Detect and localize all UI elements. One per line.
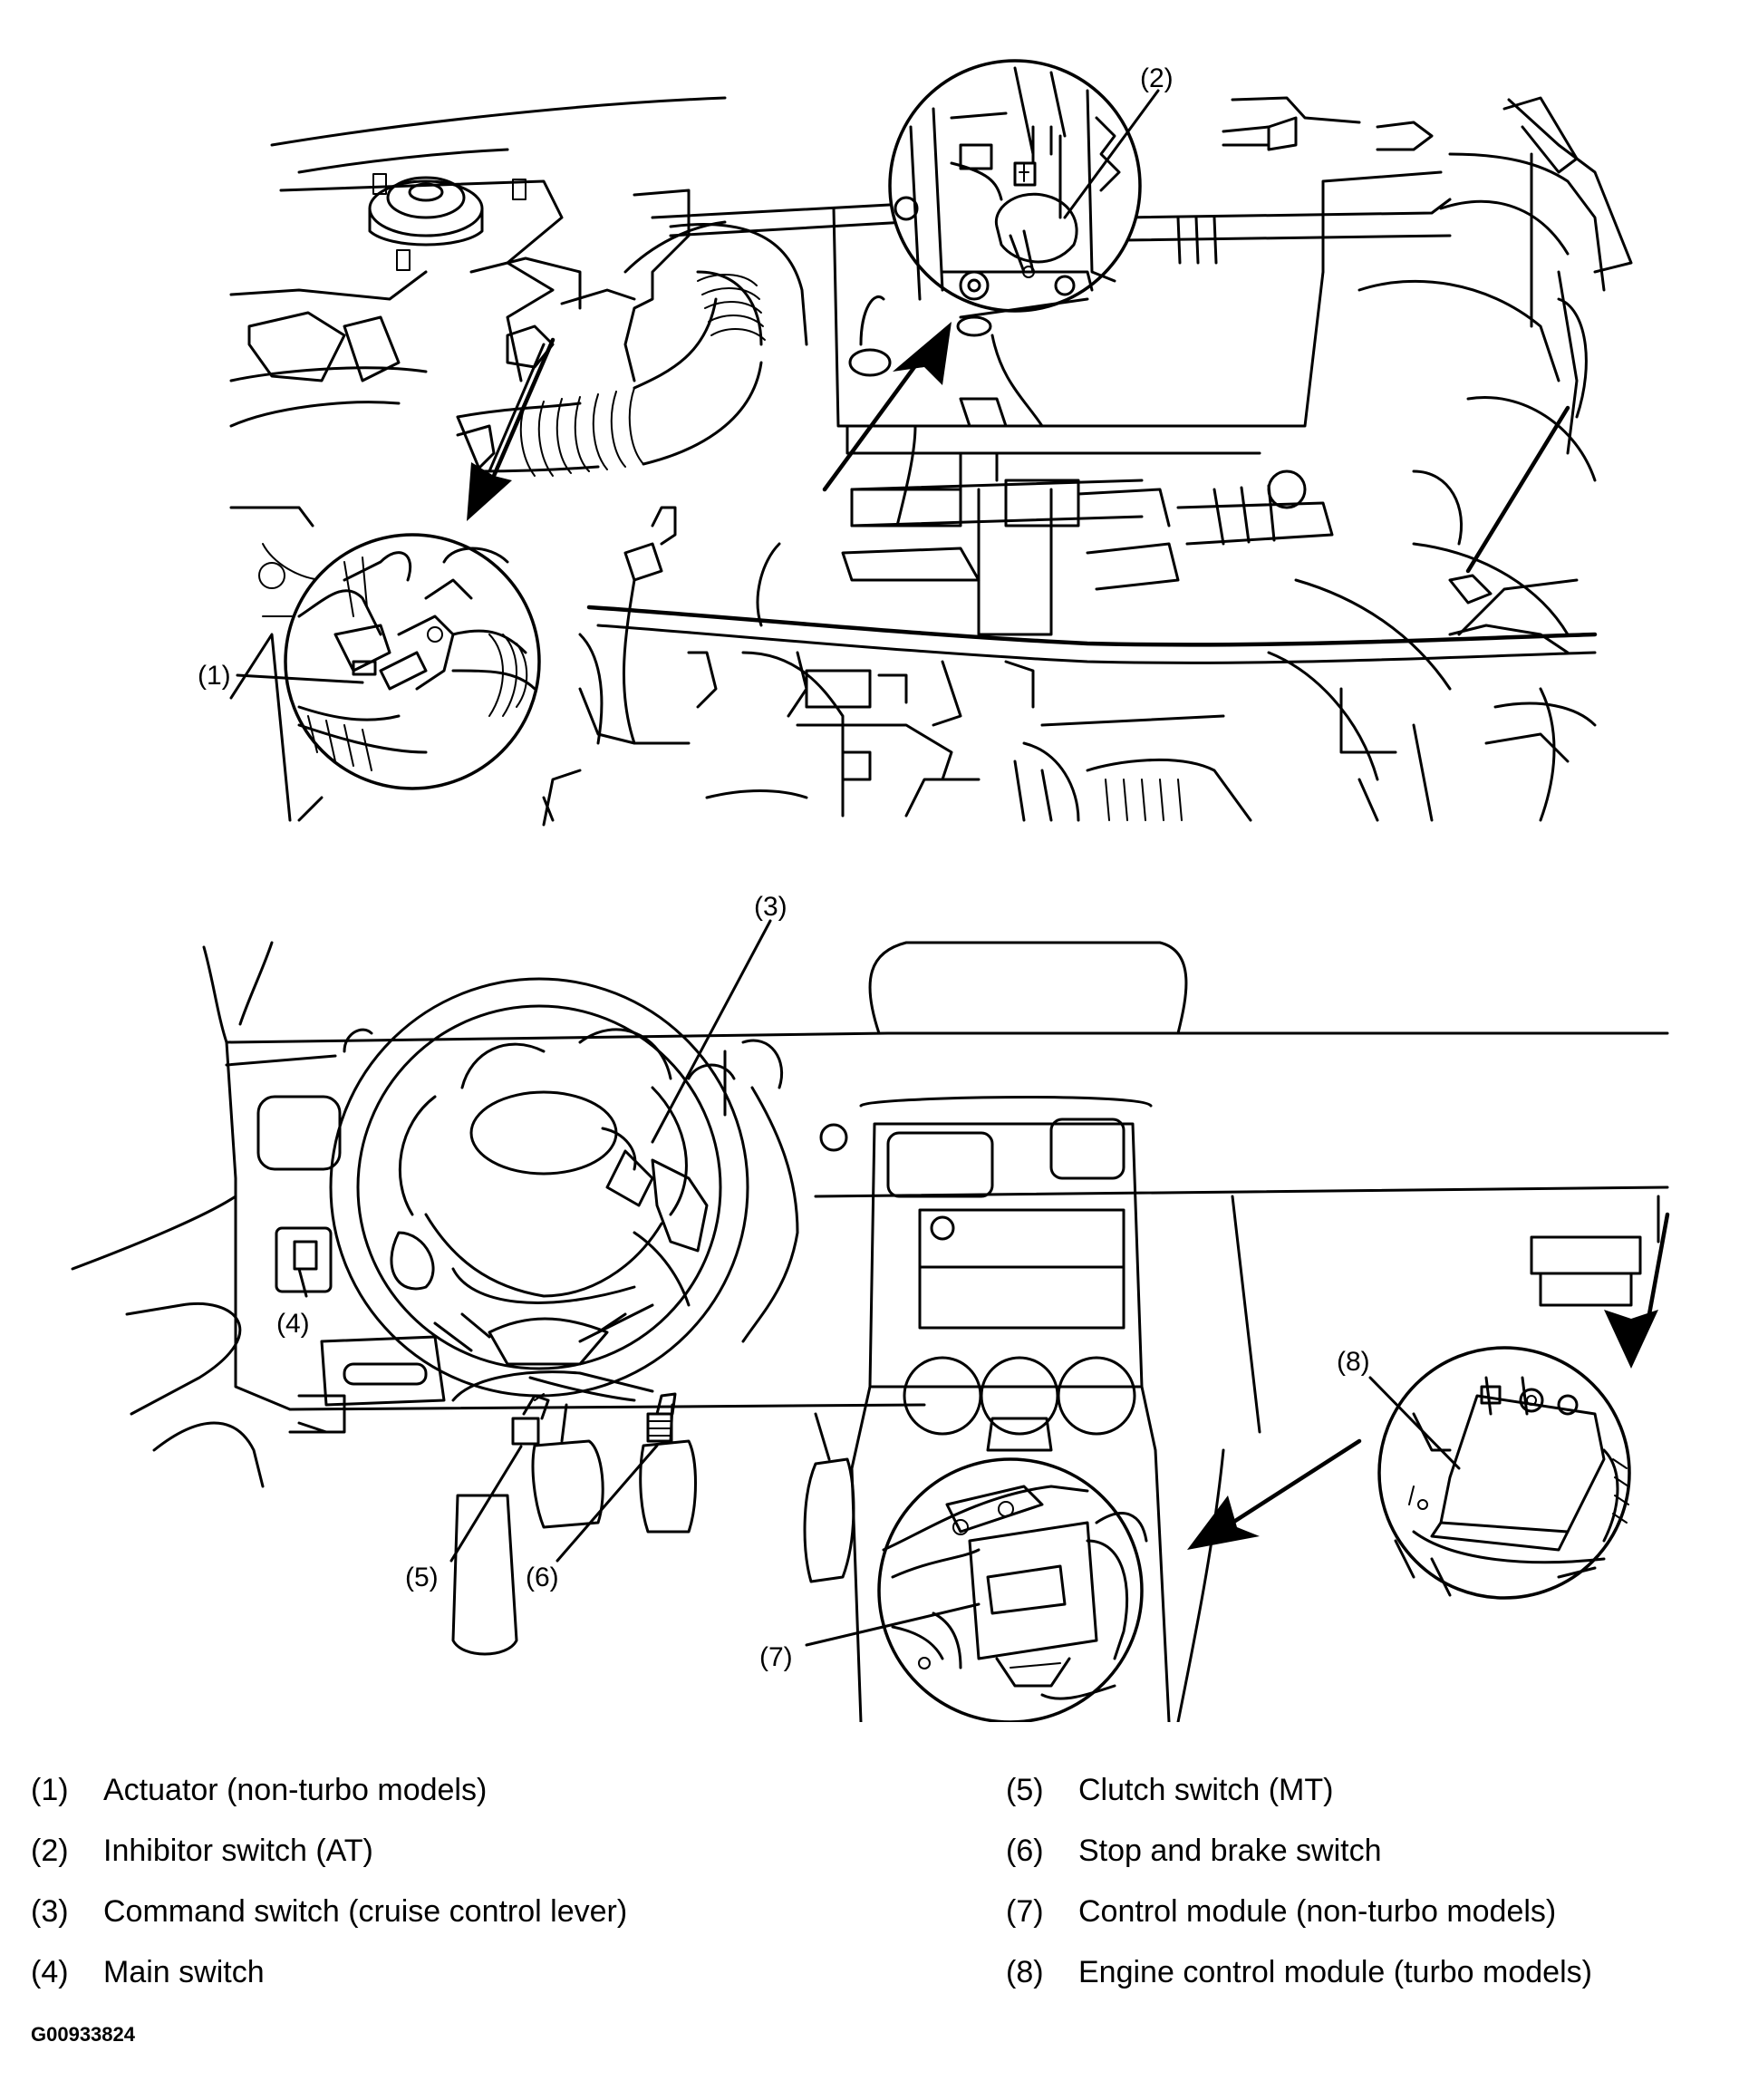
- legend-label: Inhibitor switch (AT): [103, 1834, 373, 1868]
- component-location-diagram: (1) (2) (3) (4) (5) (6) (7) (8): [71, 59, 1670, 1722]
- dashboard-illustration: [71, 941, 1670, 1722]
- callout-8: (8): [1337, 1347, 1370, 1377]
- arrow-icon: [1604, 1310, 1658, 1369]
- legend-number: (6): [1006, 1834, 1044, 1868]
- callout-labels: (1) (2) (3) (4) (5) (6) (7) (8): [198, 63, 1370, 1672]
- legend-label: Clutch switch (MT): [1078, 1773, 1334, 1807]
- arrow-icon: [893, 322, 952, 385]
- legend-number: (2): [31, 1834, 69, 1868]
- legend-number: (5): [1006, 1773, 1044, 1807]
- legend-number: (8): [1006, 1955, 1044, 1989]
- inhibitor-switch-detail-inset: [888, 59, 1142, 319]
- legend: (1) Actuator (non-turbo models) (2) Inhi…: [0, 1772, 1739, 2044]
- callout-1: (1): [198, 661, 231, 691]
- engine-bay-illustration: [229, 96, 1633, 827]
- callout-2: (2): [1140, 63, 1174, 93]
- actuator-detail-inset: [284, 533, 541, 790]
- arrow-icon: [467, 462, 512, 521]
- control-module-detail-inset: [877, 1457, 1148, 1722]
- legend-label: Actuator (non-turbo models): [103, 1773, 488, 1807]
- engine-control-module-detail-inset: [1377, 1346, 1631, 1600]
- legend-number: (3): [31, 1894, 69, 1929]
- figure-code: G00933824: [31, 2023, 135, 2046]
- legend-number: (7): [1006, 1894, 1044, 1929]
- legend-number: (4): [31, 1955, 69, 1989]
- legend-label: Stop and brake switch: [1078, 1834, 1382, 1868]
- legend-label: Main switch: [103, 1955, 265, 1989]
- callout-7: (7): [759, 1642, 793, 1672]
- legend-label: Control module (non-turbo models): [1078, 1894, 1557, 1929]
- callout-3: (3): [754, 892, 787, 922]
- legend-number: (1): [31, 1773, 69, 1807]
- callout-4: (4): [276, 1309, 310, 1339]
- callout-6: (6): [526, 1563, 559, 1592]
- arrow-icon: [1187, 1495, 1260, 1550]
- legend-label: Engine control module (turbo models): [1078, 1955, 1592, 1989]
- legend-label: Command switch (cruise control lever): [103, 1894, 628, 1929]
- callout-5: (5): [405, 1563, 439, 1592]
- callout-leaders: [236, 89, 1461, 1647]
